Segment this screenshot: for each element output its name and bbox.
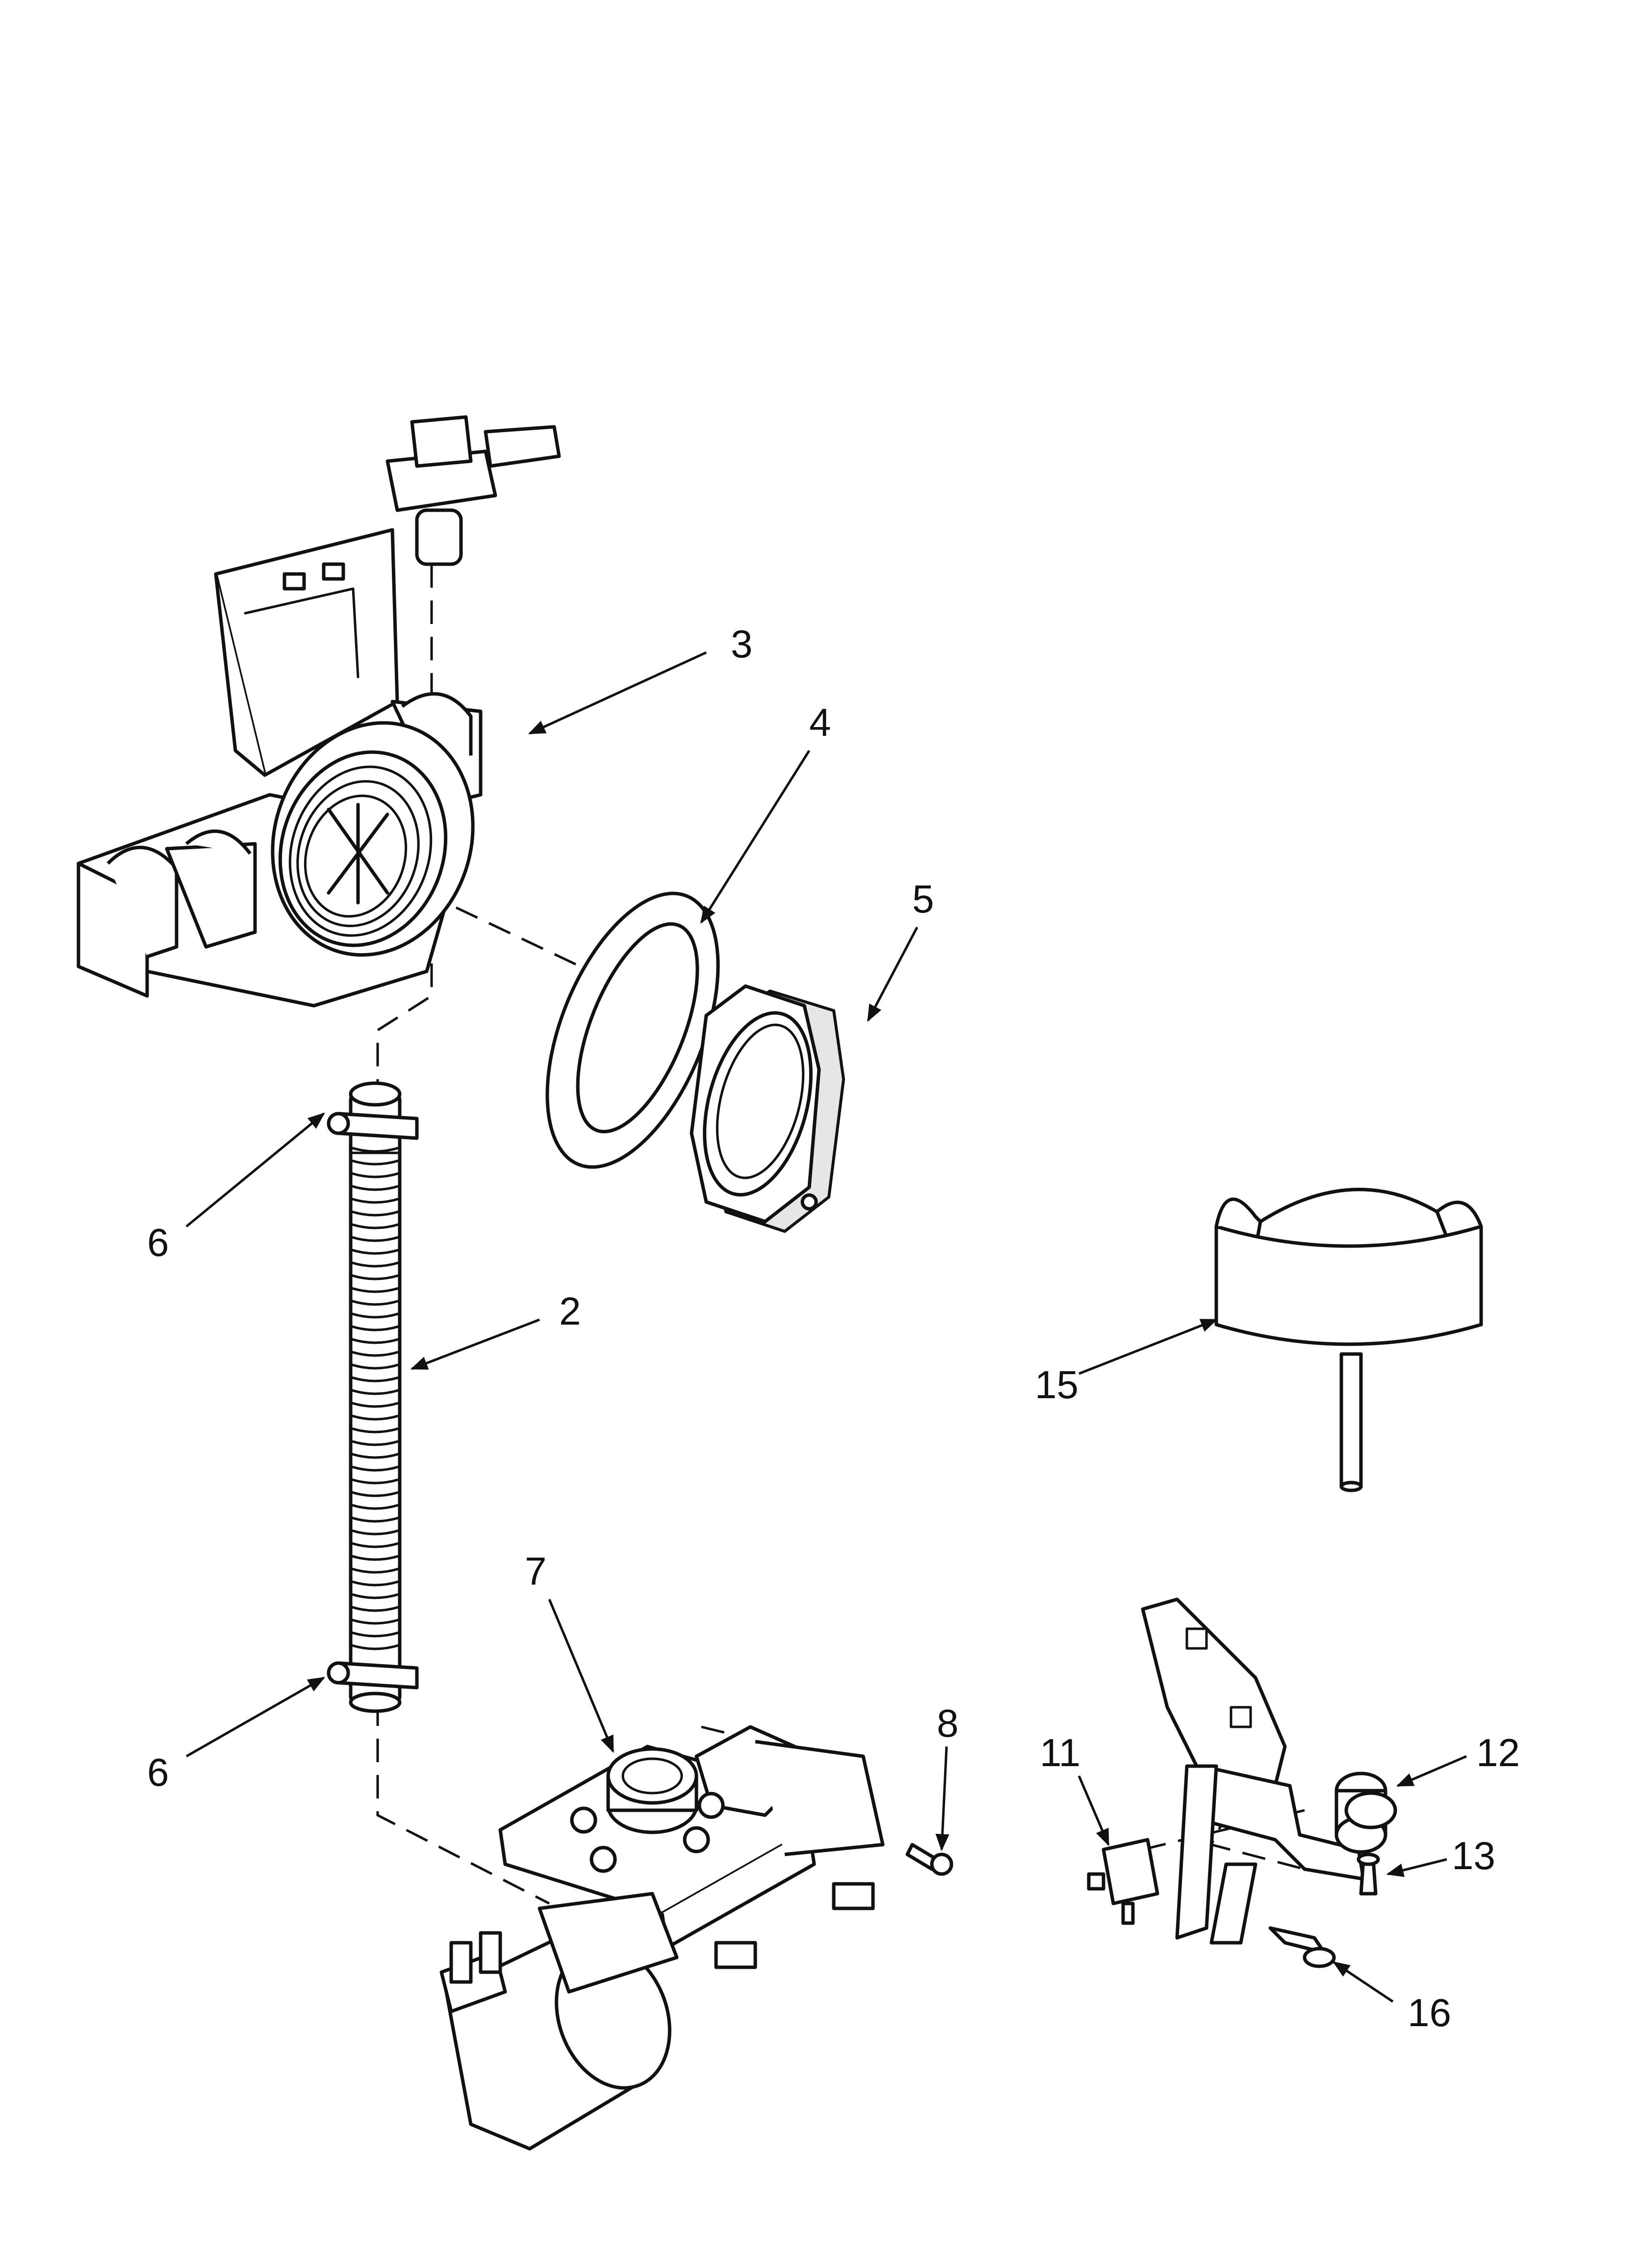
callout-16: 16 — [1408, 1991, 1451, 2034]
callout-6-bottom: 6 — [147, 1750, 169, 1794]
hose-rib — [351, 1236, 400, 1242]
hose-rib — [351, 1210, 400, 1217]
hose-rib — [351, 1465, 400, 1472]
callout-5: 5 — [912, 877, 934, 921]
callout-7: 7 — [525, 1549, 547, 1593]
hose-rib — [351, 1249, 400, 1255]
hose-rib — [351, 1631, 400, 1638]
hose-rib — [351, 1555, 400, 1561]
callout-labels: 2 3 4 5 6 6 7 8 11 12 13 15 16 — [147, 622, 1520, 2034]
float-icon — [1214, 1188, 1483, 1492]
hose-rib — [351, 1542, 400, 1548]
callout-11: 11 — [1040, 1731, 1080, 1774]
hose-rib — [351, 1159, 400, 1166]
hose-rib — [351, 1644, 400, 1650]
callout-12: 12 — [1476, 1731, 1520, 1774]
hose-rib — [351, 1414, 400, 1421]
hose-rib — [351, 1491, 400, 1497]
hose-rib — [351, 1261, 400, 1268]
hose-rib — [351, 1172, 400, 1178]
callout-leaders — [185, 651, 1467, 2003]
lever-icon — [1268, 1926, 1336, 1968]
water-inlet-valve-icon — [439, 1725, 885, 2151]
callout-15: 15 — [1035, 1363, 1078, 1407]
hose-rib — [351, 1478, 400, 1485]
callout-3: 3 — [731, 622, 753, 666]
screw-icon — [905, 1843, 953, 1876]
hose-rib — [351, 1325, 400, 1331]
hose-rib — [351, 1300, 400, 1306]
hose-rib — [351, 1376, 400, 1382]
callout-2: 2 — [559, 1289, 581, 1333]
hose-rib — [351, 1198, 400, 1204]
hose-rib — [351, 1504, 400, 1510]
hose-rib — [351, 1606, 400, 1612]
hose-rib — [351, 1516, 400, 1523]
hose-rib — [351, 1440, 400, 1446]
hose-rib — [351, 1427, 400, 1434]
hose-rib — [351, 1389, 400, 1395]
corrugated-hose-icon — [349, 1081, 402, 1713]
hose-rib — [351, 1593, 400, 1599]
hose-rib — [351, 1567, 400, 1574]
fill-funnel-bracket-icon — [77, 415, 561, 1008]
hose-rib — [351, 1529, 400, 1536]
hose-rib — [351, 1402, 400, 1408]
hose-rib — [351, 1580, 400, 1587]
screw-icon — [1357, 1852, 1380, 1896]
hose-rib — [351, 1185, 400, 1191]
hex-nut-icon — [690, 984, 845, 1233]
callout-8: 8 — [937, 1701, 959, 1745]
callout-4: 4 — [809, 701, 831, 744]
callout-13: 13 — [1452, 1834, 1495, 1877]
callout-6-top: 6 — [147, 1221, 169, 1264]
hose-rib — [351, 1312, 400, 1319]
hose-rib — [351, 1274, 400, 1280]
hose-rib — [351, 1453, 400, 1459]
hose-rib — [351, 1363, 400, 1370]
hose-rib — [351, 1351, 400, 1357]
hose-rib — [351, 1618, 400, 1625]
hose-rib — [351, 1287, 400, 1293]
hose-rib — [351, 1223, 400, 1229]
hose-clamp-icon — [327, 1112, 419, 1690]
gasket-ring-icon — [545, 891, 720, 1169]
micro-switch-icon — [1087, 1838, 1159, 1925]
hose-rib — [351, 1338, 400, 1344]
hose-rib — [351, 1147, 400, 1153]
float-switch-bracket-icon — [1141, 1597, 1397, 1945]
